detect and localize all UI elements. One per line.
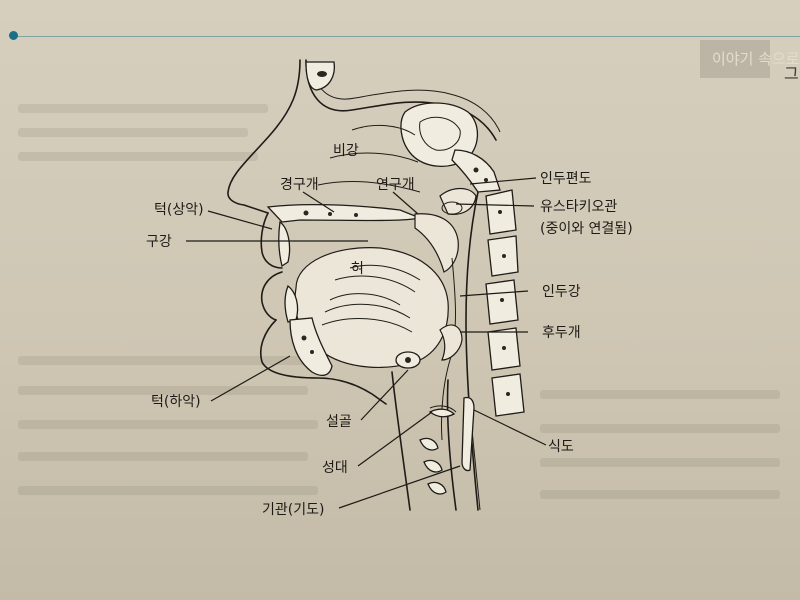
cervical-spine (485, 189, 525, 417)
leader-soft-palate (392, 191, 419, 215)
bleed-through-line (18, 128, 248, 137)
mandible-bone (289, 317, 333, 377)
trachea-ring (423, 459, 443, 473)
bleed-through-line (18, 152, 258, 161)
bone-marrow-spot (354, 213, 358, 217)
section-tab-text: 이야기 속으로 (712, 50, 800, 68)
label-nasal-cavity: 비강 (333, 143, 359, 159)
tongue-muscle-line (329, 293, 401, 306)
label-oral-cavity: 구강 (146, 234, 172, 250)
bone-marrow-spot (310, 350, 314, 354)
trachea-ring (427, 481, 447, 495)
leader-eustachian (455, 203, 535, 207)
label-vocal-cords: 성대 (322, 460, 348, 476)
leader-lines (186, 177, 547, 509)
leader-pharynx (459, 290, 529, 297)
bone-marrow-spot (500, 298, 504, 302)
leader-upper-jaw (207, 210, 273, 230)
bleed-through-line (540, 424, 780, 433)
bone-marrow-spot (303, 210, 309, 216)
label-tonsil: 인두편도 (540, 171, 592, 187)
adenoid-tissue (439, 187, 477, 215)
eustachian-opening (441, 201, 463, 215)
bleed-through-line (18, 452, 308, 461)
upper-tooth (278, 220, 291, 268)
epiglottis-flap (439, 324, 463, 361)
label-hard-palate: 경구개 (280, 177, 319, 193)
bone-marrow-spot (473, 167, 479, 173)
nasal-turbinate (351, 125, 416, 136)
label-lower-jaw: 턱(하악) (151, 394, 201, 410)
bleed-through-line (540, 458, 780, 467)
bleed-through-line (18, 420, 318, 429)
hard-palate-bone (266, 203, 423, 223)
nasal-turbinate (317, 180, 421, 193)
bone-marrow-spot (301, 335, 307, 341)
bone-marrow-spot (502, 254, 506, 258)
vocal-fold (429, 405, 457, 413)
soft-palate-tissue (414, 213, 459, 273)
bleed-through-line (540, 390, 780, 399)
tongue-muscle-line (349, 264, 421, 281)
bleed-through-line (18, 104, 268, 113)
label-esophagus: 식도 (548, 439, 574, 455)
bone-marrow-spot (498, 210, 502, 214)
skull-inner-line (311, 61, 501, 133)
trachea-ring (419, 437, 439, 451)
diagram-labels: 비강 경구개 연구개 턱(상악) 구강 혀 턱(하악) 인두편도 유스타키오관 … (146, 143, 633, 518)
bone-marrow-spot (328, 212, 332, 216)
label-tongue: 혀 (351, 261, 364, 277)
leader-vocal-cords (357, 411, 433, 467)
leader-hard-palate (302, 191, 335, 213)
page-edge-text: 그 (784, 64, 799, 83)
label-trachea: 기관(기도) (262, 502, 324, 518)
leader-lower-jaw (210, 355, 291, 402)
skull-base-outline (305, 59, 497, 141)
anatomy-illustration (227, 59, 525, 511)
label-epiglottis: 후두개 (542, 325, 581, 341)
header-rule (10, 36, 800, 37)
bleed-through-line (18, 486, 318, 495)
esophagus-cartilage (461, 396, 475, 472)
leader-hyoid (360, 369, 409, 421)
bone-marrow-spot (506, 392, 510, 396)
label-eustachian-note: (중이와 연결됨) (540, 221, 633, 237)
tongue-muscle-line (321, 318, 413, 333)
bleed-through-line (18, 386, 308, 395)
bullet-dot (9, 31, 18, 40)
bone-marrow-spot (502, 346, 506, 350)
trachea-back (446, 379, 457, 511)
label-pharynx: 인두강 (542, 284, 581, 300)
leader-esophagus (473, 409, 547, 446)
nasal-turbinate (329, 152, 419, 163)
sphenoid-sinus (419, 116, 461, 151)
bone-marrow-spot (405, 357, 411, 363)
upper-lip (260, 212, 283, 269)
nose-outline (227, 59, 301, 214)
section-tab (700, 40, 770, 78)
label-soft-palate: 연구개 (376, 177, 415, 193)
bleed-through-line (18, 356, 318, 365)
label-hyoid: 설골 (326, 414, 352, 430)
label-eustachian-tube: 유스타키오관 (540, 199, 617, 215)
bleed-through-line (540, 490, 780, 499)
label-upper-jaw: 턱(상악) (154, 202, 204, 218)
bone-marrow-spot (317, 71, 327, 77)
leader-tonsil (469, 177, 537, 185)
leader-trachea (338, 465, 461, 509)
bone-marrow-spot (484, 178, 488, 182)
vocal-fold-cartilage (428, 408, 456, 418)
tongue-muscle-line (324, 303, 411, 319)
lower-lip (260, 271, 283, 321)
tongue-muscle-line (334, 275, 416, 293)
chin-neck-outline (260, 319, 387, 405)
